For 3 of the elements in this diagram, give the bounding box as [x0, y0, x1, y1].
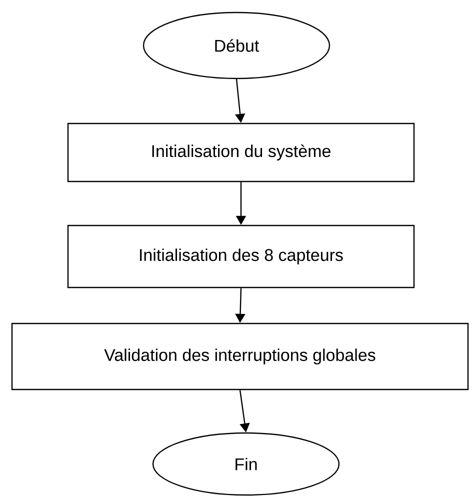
process-box: Initialisation du système: [67, 122, 415, 182]
process-box: Initialisation des 8 capteurs: [67, 224, 415, 288]
process-box: Validation des interruptions globales: [11, 322, 469, 390]
